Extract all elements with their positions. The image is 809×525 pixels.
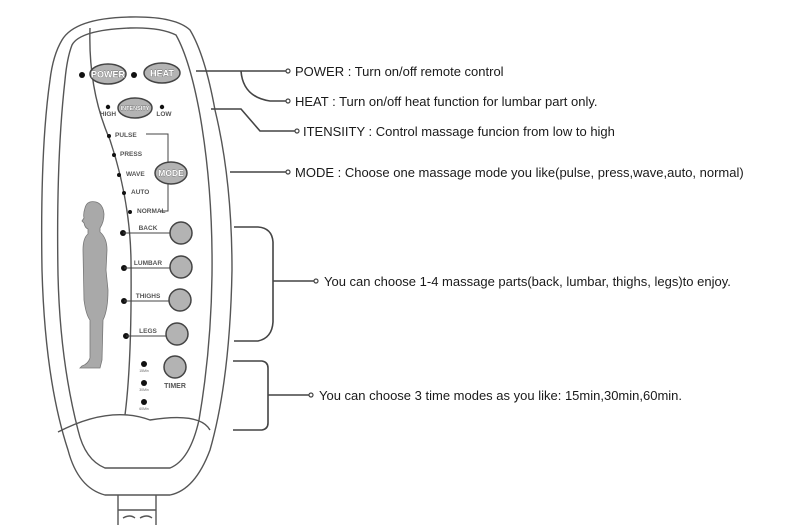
grip-cap xyxy=(57,414,211,433)
mode-list: PULSE PRESS WAVE AUTO NORMAL xyxy=(107,132,166,215)
mode-label-auto: AUTO xyxy=(131,189,149,196)
body-figure-icon xyxy=(79,201,109,369)
intensity-button-label: INTENSITY xyxy=(121,106,150,112)
part-label-lumbar: LUMBAR xyxy=(134,260,162,267)
parts-description: You can choose 1-4 massage parts(back, l… xyxy=(324,274,731,289)
mode-description: MODE : Choose one massage mode you like(… xyxy=(295,165,744,180)
timer-button[interactable] xyxy=(163,355,187,379)
panel-divider xyxy=(89,27,132,416)
intensity-leader-end xyxy=(294,128,300,134)
part-back[interactable]: BACK xyxy=(120,221,193,245)
heat-led xyxy=(131,72,137,78)
intensity-button[interactable]: INTENSITY xyxy=(117,97,153,119)
intensity-leader xyxy=(211,108,296,132)
mode-leader-end xyxy=(285,169,291,175)
low-led xyxy=(159,104,165,110)
power-led xyxy=(79,72,85,78)
timer-bracket xyxy=(233,360,310,431)
mode-label-normal: NORMAL xyxy=(137,208,166,215)
timer-button-label: TIMER xyxy=(164,383,186,390)
timer-led-60 xyxy=(141,399,147,405)
timer-description: You can choose 3 time modes as you like:… xyxy=(319,388,682,403)
mode-button[interactable]: MODE xyxy=(154,161,188,185)
heat-leader-end xyxy=(285,98,291,104)
mode-led-wave xyxy=(117,173,121,177)
low-label: LOW xyxy=(156,111,172,118)
heat-button[interactable]: HEAT xyxy=(143,62,181,84)
timer-label-15: 15Min xyxy=(139,369,149,373)
part-thighs[interactable]: THIGHS xyxy=(121,288,192,312)
heat-leader xyxy=(240,70,287,102)
timer-label-30: 30Min xyxy=(139,388,149,392)
part-lumbar[interactable]: LUMBAR xyxy=(121,255,193,279)
part-legs[interactable]: LEGS xyxy=(123,322,189,346)
timer-label-60: 60Min xyxy=(139,407,149,411)
parts-leader-end xyxy=(313,278,319,284)
heat-button-label: HEAT xyxy=(150,69,174,79)
mode-label-pulse: PULSE xyxy=(115,132,137,139)
high-label: HIGH xyxy=(100,111,117,118)
timer-led-30 xyxy=(141,380,147,386)
high-led xyxy=(105,104,111,110)
mode-label-wave: WAVE xyxy=(126,171,145,178)
intensity-description: ITENSIITY : Control massage funcion from… xyxy=(303,124,615,139)
remote-outer-shell xyxy=(40,16,233,496)
thighs-button[interactable] xyxy=(168,288,192,312)
mode-button-label: MODE xyxy=(158,168,184,178)
power-leader-end xyxy=(285,68,291,74)
lumbar-button[interactable] xyxy=(169,255,193,279)
mode-bracket xyxy=(146,133,169,212)
part-label-thighs: THIGHS xyxy=(136,293,161,300)
mode-led-pulse xyxy=(107,134,111,138)
timer-options: 15Min 30Min 60Min xyxy=(139,361,149,411)
timer-led-15 xyxy=(141,361,147,367)
back-button[interactable] xyxy=(169,221,193,245)
mode-label-press: PRESS xyxy=(120,151,143,158)
power-button-label: POWER xyxy=(91,70,126,80)
power-button[interactable]: POWER xyxy=(89,63,127,85)
heat-description: HEAT : Turn on/off heat function for lum… xyxy=(295,94,598,109)
mode-led-normal xyxy=(128,210,132,214)
power-description: POWER : Turn on/off remote control xyxy=(295,64,504,79)
part-label-legs: LEGS xyxy=(139,328,157,335)
mode-led-auto xyxy=(122,191,126,195)
cable-connector xyxy=(117,495,157,525)
legs-button[interactable] xyxy=(165,322,189,346)
part-label-back: BACK xyxy=(139,225,158,232)
parts-bracket xyxy=(234,226,315,342)
timer-leader-end xyxy=(308,392,314,398)
remote-inner-panel xyxy=(56,27,213,469)
mode-led-press xyxy=(112,153,116,157)
